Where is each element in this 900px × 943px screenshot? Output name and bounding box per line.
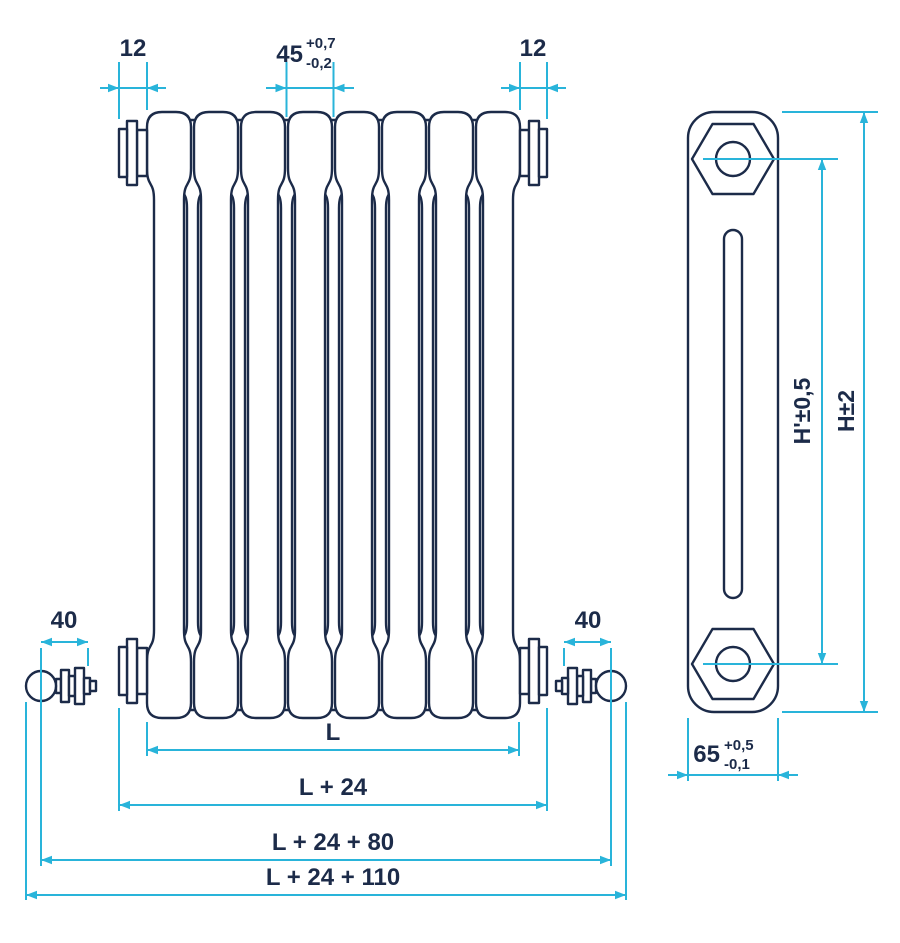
radiator-element: [239, 110, 287, 720]
dim-valve-left: [41, 641, 89, 666]
dim-valve-right-label: 40: [575, 607, 602, 634]
dimension-arrow: [600, 855, 611, 865]
radiator-element: [427, 110, 475, 720]
dim-depth: [668, 718, 798, 781]
dimension-arrow: [119, 800, 130, 810]
dimension-arrow: [615, 890, 626, 900]
dimension-arrow: [817, 653, 827, 664]
dim-height-axes: [703, 158, 838, 665]
radiator-element: [192, 110, 240, 720]
dimension-arrow: [547, 83, 558, 93]
dimension-arrow: [41, 637, 52, 647]
dim-height-axes-label: H'±0,5: [789, 377, 815, 444]
dimension-arrow: [778, 770, 789, 780]
dim-depth-label: 65: [693, 741, 720, 768]
dim-pitch-tol-minus: -0,2: [306, 55, 332, 72]
plug-bottom-left: [117, 637, 149, 705]
side-view: [686, 110, 780, 714]
valve-right: [554, 666, 628, 706]
dim-pitch-label: 45: [276, 41, 303, 68]
dimension-arrow: [333, 83, 345, 93]
radiator-element: [286, 110, 334, 720]
dimension-arrow: [26, 890, 37, 900]
dimension-arrow: [108, 83, 119, 93]
dimension-arrow: [859, 112, 869, 123]
radiator-element: [333, 110, 381, 720]
dim-plug-right-label: 12: [520, 35, 547, 62]
radiator-element: [474, 110, 522, 720]
dimension-arrow: [817, 159, 827, 170]
plug-top-left: [117, 119, 149, 187]
dimension-arrow: [147, 745, 158, 755]
dimension-arrows: [26, 83, 869, 900]
dimension-arrow: [275, 83, 287, 93]
dimension-arrow: [147, 83, 158, 93]
dimension-arrow: [859, 701, 869, 712]
plug-bottom-right: [518, 637, 549, 705]
radiator-element: [145, 110, 193, 720]
dim-depth-tol-plus: +0,5: [724, 737, 754, 754]
dim-valve-right: [563, 641, 611, 666]
front-column-group: [145, 110, 522, 720]
dimension-arrow: [677, 770, 688, 780]
dim-length-valves: [40, 648, 612, 866]
dim-length-plugs-label: L + 24: [299, 774, 368, 801]
dim-height-overall-label: H±2: [833, 390, 859, 432]
dim-length-plugs: [118, 708, 548, 811]
dim-depth-tol-minus: -0,1: [724, 756, 750, 773]
dim-valve-left-label: 40: [51, 607, 78, 634]
dim-length-valves-label: L + 24 + 80: [272, 829, 394, 856]
dimension-arrow: [564, 637, 575, 647]
dim-length-label: L: [326, 719, 341, 746]
radiator-element: [380, 110, 428, 720]
dimension-arrow: [509, 83, 520, 93]
dimension-arrow: [536, 800, 547, 810]
dim-length: [146, 722, 520, 756]
dim-height-overall: [782, 111, 878, 713]
dim-length-overall-label: L + 24 + 110: [266, 864, 400, 891]
dim-length-overall: [25, 702, 627, 900]
dim-plug-left-label: 12: [120, 35, 147, 62]
dimension-arrow: [41, 855, 52, 865]
dimension-arrow: [77, 637, 88, 647]
side-slot: [722, 228, 744, 600]
dimension-arrow: [600, 637, 611, 647]
dimension-arrow: [508, 745, 519, 755]
dim-pitch-tol-plus: +0,7: [306, 35, 336, 52]
plug-top-right: [518, 119, 549, 187]
valve-left: [24, 666, 98, 706]
